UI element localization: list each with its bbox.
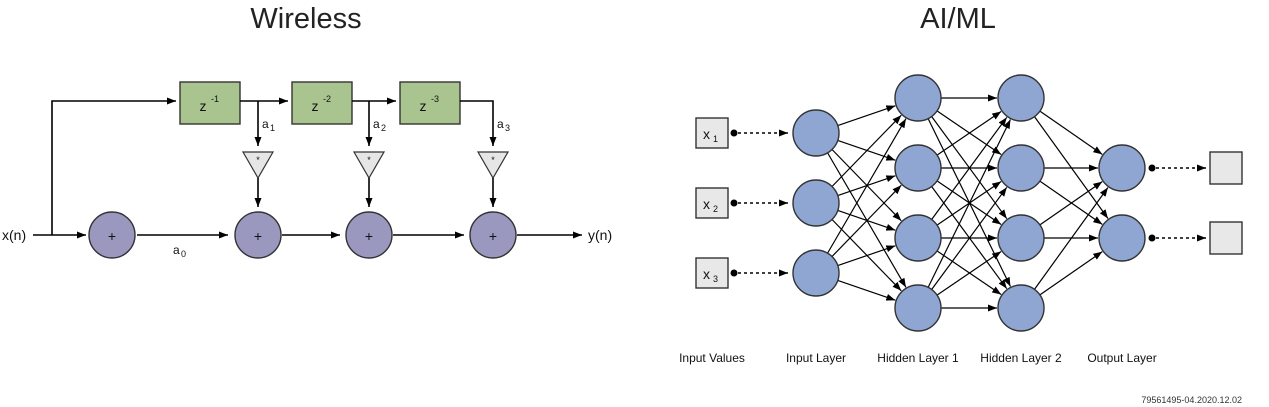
coef-label-1: a bbox=[262, 117, 269, 131]
nn-edge bbox=[837, 279, 896, 301]
delay-label-2: z bbox=[312, 98, 319, 114]
nn-connections bbox=[827, 94, 1109, 312]
multiplier-2 bbox=[352, 151, 386, 180]
output-box-2 bbox=[1209, 221, 1243, 255]
input-box-3 bbox=[695, 257, 729, 289]
multiplier-symbol-2: * bbox=[367, 155, 371, 165]
nn-edge bbox=[931, 116, 1008, 220]
wireless-title: Wireless bbox=[250, 3, 361, 35]
a0-sub: 0 bbox=[181, 249, 186, 259]
nn-edge bbox=[936, 110, 1002, 156]
multiplier-1 bbox=[241, 151, 275, 180]
output-dot-1 bbox=[1148, 164, 1156, 172]
footer-id: 79561495-04.2020.12.02 bbox=[1141, 395, 1242, 405]
output-label: y(n) bbox=[588, 227, 612, 243]
multiplier-3 bbox=[476, 151, 510, 180]
nn-edge bbox=[1039, 251, 1103, 296]
coef-sub-3: 3 bbox=[505, 123, 510, 133]
nn-edge bbox=[927, 119, 1011, 288]
input-layer-node bbox=[792, 109, 840, 157]
summer-symbol-0: + bbox=[108, 228, 116, 244]
input-sub-3: 3 bbox=[713, 274, 718, 284]
input-label-1: x bbox=[703, 126, 710, 142]
hidden2-node bbox=[997, 144, 1045, 192]
input-dot-1 bbox=[730, 129, 738, 137]
coef-sub-2: 2 bbox=[381, 123, 386, 133]
caption-hidden-layer-2: Hidden Layer 2 bbox=[980, 351, 1062, 365]
summer-0 bbox=[88, 211, 136, 259]
multiplier-symbol-1: * bbox=[256, 155, 260, 165]
caption-hidden-layer-1: Hidden Layer 1 bbox=[877, 351, 959, 365]
input-box-2 bbox=[695, 187, 729, 219]
caption-input-layer: Input Layer bbox=[786, 351, 846, 365]
nn-edge bbox=[837, 245, 896, 267]
nn-edge bbox=[931, 186, 1008, 290]
summer-symbol-1: + bbox=[254, 228, 262, 244]
feed-line bbox=[51, 97, 176, 235]
summer-symbol-3: + bbox=[489, 228, 497, 244]
a0-label: a bbox=[173, 243, 180, 257]
delay-box-2 bbox=[291, 81, 353, 125]
hidden1-node bbox=[894, 144, 942, 192]
input-sub-2: 2 bbox=[713, 204, 718, 214]
input-layer-node bbox=[792, 179, 840, 227]
coef-label-2: a bbox=[373, 117, 380, 131]
input-layer-node bbox=[792, 249, 840, 297]
output-box-1 bbox=[1209, 151, 1243, 185]
summer-symbol-2: + bbox=[365, 228, 373, 244]
nn-edge bbox=[831, 184, 902, 257]
fir-filter-diagram: x(n) z -1 z -2 z -3 a 1 a 2 a 3 * * * bbox=[2, 81, 612, 259]
output-node bbox=[1098, 144, 1146, 192]
tap-3 bbox=[460, 100, 497, 146]
delay-box-3 bbox=[399, 81, 461, 125]
summer-1 bbox=[234, 211, 282, 259]
hidden1-node bbox=[894, 74, 942, 122]
delay-box-1 bbox=[179, 81, 241, 125]
caption-input-values: Input Values bbox=[679, 351, 745, 365]
nn-edge bbox=[1033, 187, 1109, 290]
delay-label-1: z bbox=[200, 98, 207, 114]
delay-label-3: z bbox=[420, 98, 427, 114]
delay-exp-2: -2 bbox=[323, 94, 331, 104]
hidden1-node bbox=[894, 214, 942, 262]
nn-edge bbox=[1039, 181, 1103, 226]
aiml-title: AI/ML bbox=[920, 3, 996, 35]
delay-exp-1: -1 bbox=[211, 94, 219, 104]
multiplier-symbol-3: * bbox=[491, 155, 495, 165]
nn-edge bbox=[827, 118, 907, 254]
caption-output-layer: Output Layer bbox=[1087, 351, 1156, 365]
input-dot-2 bbox=[730, 199, 738, 207]
output-node bbox=[1098, 214, 1146, 262]
nn-nodes bbox=[792, 74, 1146, 332]
input-label-3: x bbox=[703, 266, 710, 282]
hidden1-node bbox=[894, 284, 942, 332]
hidden2-node bbox=[997, 214, 1045, 262]
hidden2-node bbox=[997, 74, 1045, 122]
input-dot-3 bbox=[730, 269, 738, 277]
nn-edge bbox=[1039, 110, 1103, 155]
summer-2 bbox=[345, 211, 393, 259]
nn-edge bbox=[831, 114, 902, 187]
input-label: x(n) bbox=[2, 227, 26, 243]
input-label-2: x bbox=[703, 196, 710, 212]
coef-label-3: a bbox=[497, 117, 504, 131]
output-dot-2 bbox=[1148, 234, 1156, 242]
input-sub-1: 1 bbox=[713, 134, 718, 144]
nn-edge bbox=[936, 250, 1002, 296]
nn-edge bbox=[837, 105, 896, 127]
summer-3 bbox=[469, 211, 517, 259]
coef-sub-1: 1 bbox=[270, 123, 275, 133]
neural-network-diagram: x 1 x 2 x 3 bbox=[695, 74, 1243, 332]
delay-exp-3: -3 bbox=[431, 94, 439, 104]
hidden2-node bbox=[997, 284, 1045, 332]
input-box-1 bbox=[695, 117, 729, 149]
